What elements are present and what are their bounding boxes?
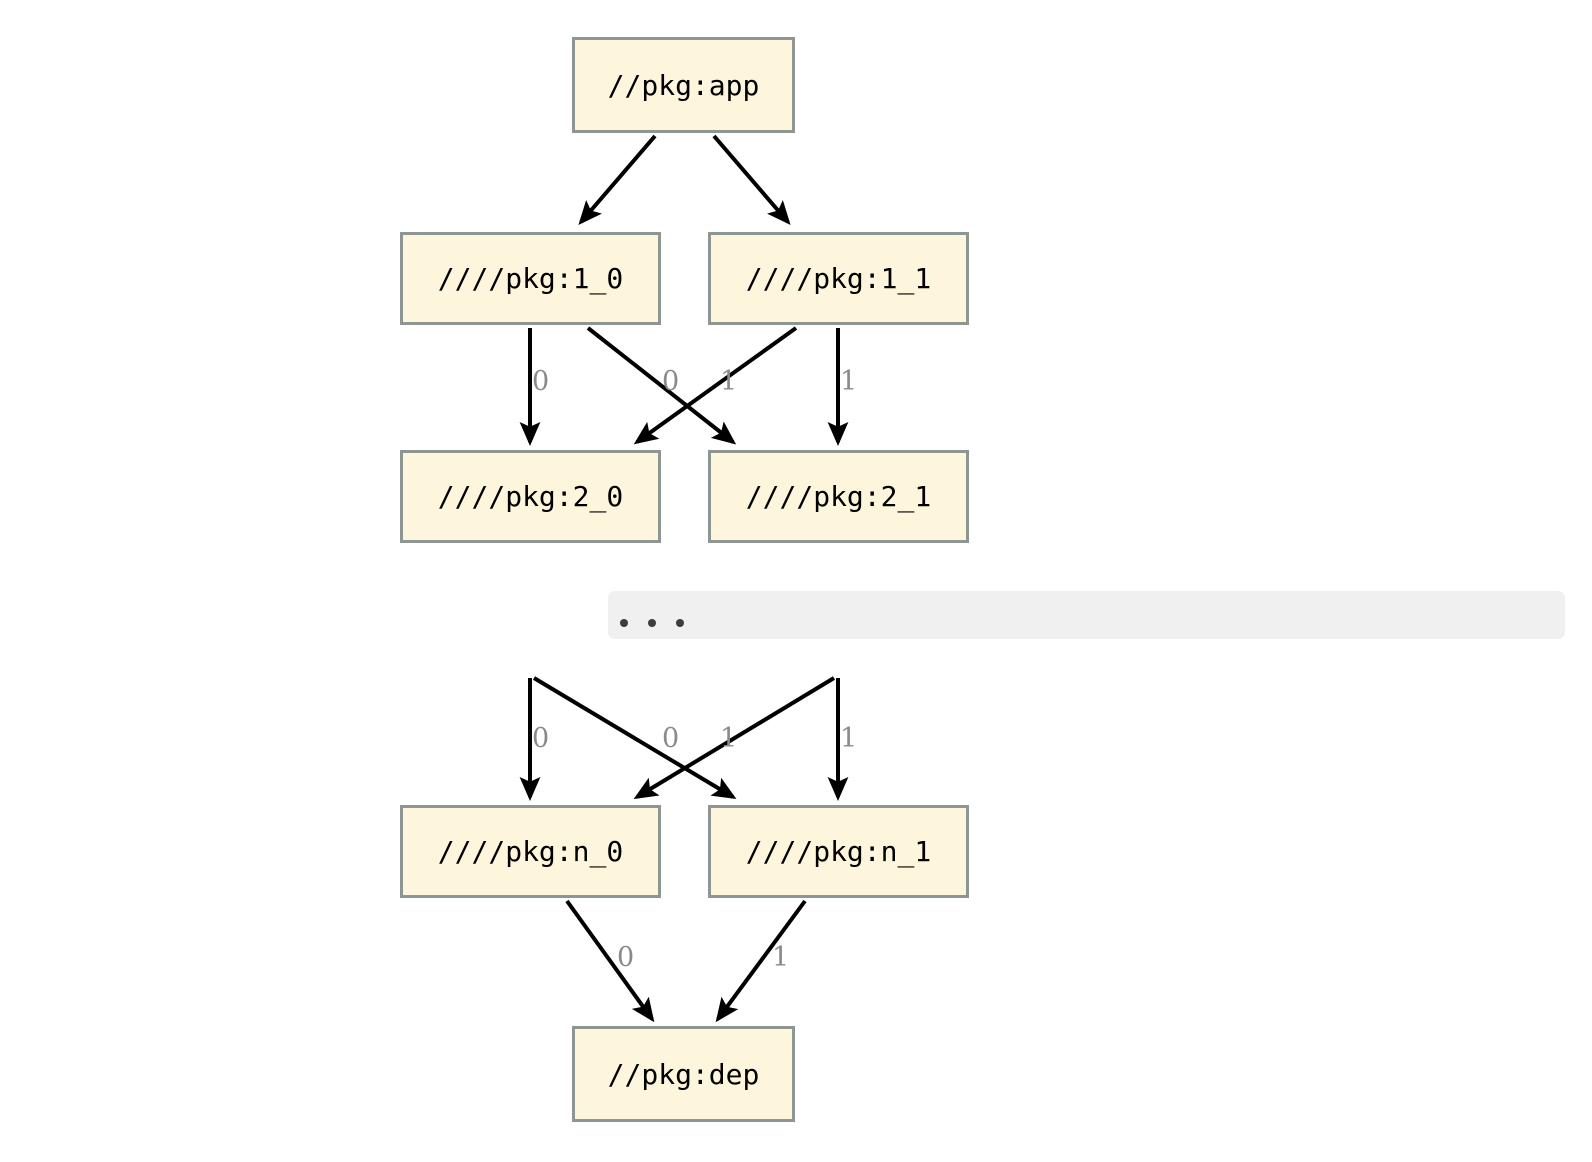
edge-label-n-0-to-dep: 0 xyxy=(617,942,635,973)
edge-label-1-0-to-2-1: 0 xyxy=(662,366,680,397)
edge-label-n-1-to-dep: 1 xyxy=(772,942,790,973)
ellipsis-dot-1 xyxy=(620,619,628,627)
edge-n-0-to-dep xyxy=(565,899,655,1023)
elision-bar[interactable] xyxy=(608,591,1565,639)
node-pkg-app[interactable]: //pkg:app xyxy=(572,37,795,133)
edge-label-hidden-0-to-n-1: 0 xyxy=(662,723,680,754)
edge-label-1-1-to-2-0: 1 xyxy=(720,366,738,397)
edge-label-1-1-to-2-1: 1 xyxy=(840,366,858,397)
edge-label-1-0-to-2-0: 0 xyxy=(532,366,550,397)
ellipsis-dot-3 xyxy=(676,619,684,627)
edge-1-0-to-2-1 xyxy=(586,326,737,445)
edge-1-1-to-2-0 xyxy=(633,326,798,445)
edge-n-1-to-dep xyxy=(715,899,807,1023)
node-pkg-1-1[interactable]: ////pkg:1_1 xyxy=(708,232,969,325)
node-pkg-2-0[interactable]: ////pkg:2_0 xyxy=(400,450,661,543)
edge-hidden-1-to-n-0 xyxy=(633,676,836,800)
node-pkg-n-0[interactable]: ////pkg:n_0 xyxy=(400,805,661,898)
ellipsis-icon xyxy=(620,619,684,627)
edge-label-hidden-1-to-n-0: 1 xyxy=(720,723,738,754)
edge-label-hidden-1-to-n-1: 1 xyxy=(840,723,858,754)
node-pkg-2-1[interactable]: ////pkg:2_1 xyxy=(708,450,969,543)
edge-label-hidden-0-to-n-0: 0 xyxy=(532,723,550,754)
edge-app-to-1-1 xyxy=(712,134,791,226)
node-pkg-n-1[interactable]: ////pkg:n_1 xyxy=(708,805,969,898)
edge-app-to-1-0 xyxy=(578,134,657,226)
node-pkg-dep[interactable]: //pkg:dep xyxy=(572,1026,795,1122)
ellipsis-dot-2 xyxy=(648,619,656,627)
edge-hidden-0-to-n-1 xyxy=(532,676,737,800)
node-pkg-1-0[interactable]: ////pkg:1_0 xyxy=(400,232,661,325)
